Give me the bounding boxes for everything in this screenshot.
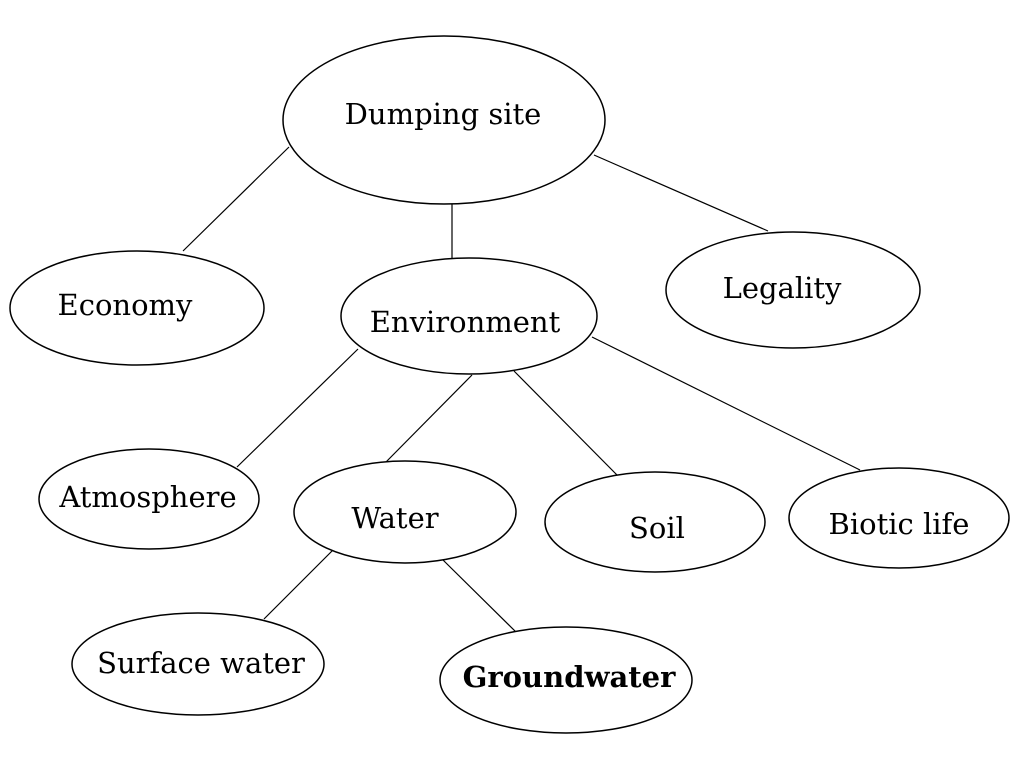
node-groundwater-label: Groundwater bbox=[463, 660, 676, 694]
edge-environment-biotic-life bbox=[591, 336, 861, 471]
node-biotic-life-ellipse bbox=[788, 467, 1010, 569]
node-dumping-site-label: Dumping site bbox=[345, 97, 542, 131]
node-economy-label: Economy bbox=[58, 288, 194, 322]
node-economy-ellipse bbox=[9, 250, 265, 366]
node-water-label: Water bbox=[351, 501, 438, 535]
node-soil-ellipse bbox=[544, 471, 766, 573]
node-dumping-site: Dumping site bbox=[282, 35, 606, 205]
edge-water-surface-water bbox=[263, 549, 334, 620]
node-atmosphere-ellipse bbox=[38, 448, 260, 550]
edges bbox=[182, 146, 861, 635]
edge-dumping-site-legality bbox=[593, 154, 769, 232]
node-groundwater-ellipse bbox=[439, 626, 693, 734]
node-environment: Environment bbox=[340, 257, 598, 375]
edge-environment-soil bbox=[513, 370, 618, 476]
node-groundwater: Groundwater bbox=[439, 626, 693, 734]
node-dumping-site-ellipse bbox=[282, 35, 606, 205]
node-soil-label: Soil bbox=[629, 511, 685, 545]
node-legality-label: Legality bbox=[723, 271, 842, 305]
node-soil: Soil bbox=[544, 471, 766, 573]
node-biotic-life: Biotic life bbox=[788, 467, 1010, 569]
edge-environment-atmosphere bbox=[236, 348, 359, 468]
node-economy: Economy bbox=[9, 250, 265, 366]
edge-water-groundwater bbox=[442, 559, 519, 635]
edge-environment-water bbox=[385, 374, 473, 463]
edge-dumping-site-economy bbox=[182, 146, 290, 252]
node-atmosphere-label: Atmosphere bbox=[58, 480, 236, 514]
node-surface-water: Surface water bbox=[71, 612, 325, 716]
node-legality-ellipse bbox=[665, 231, 921, 349]
node-atmosphere: Atmosphere bbox=[38, 448, 260, 550]
node-water-ellipse bbox=[293, 460, 517, 564]
node-environment-label: Environment bbox=[370, 305, 561, 339]
node-water: Water bbox=[293, 460, 517, 564]
node-environment-ellipse bbox=[340, 257, 598, 375]
node-surface-water-ellipse bbox=[71, 612, 325, 716]
node-biotic-life-label: Biotic life bbox=[829, 507, 970, 541]
node-legality: Legality bbox=[665, 231, 921, 349]
node-surface-water-label: Surface water bbox=[97, 646, 305, 680]
